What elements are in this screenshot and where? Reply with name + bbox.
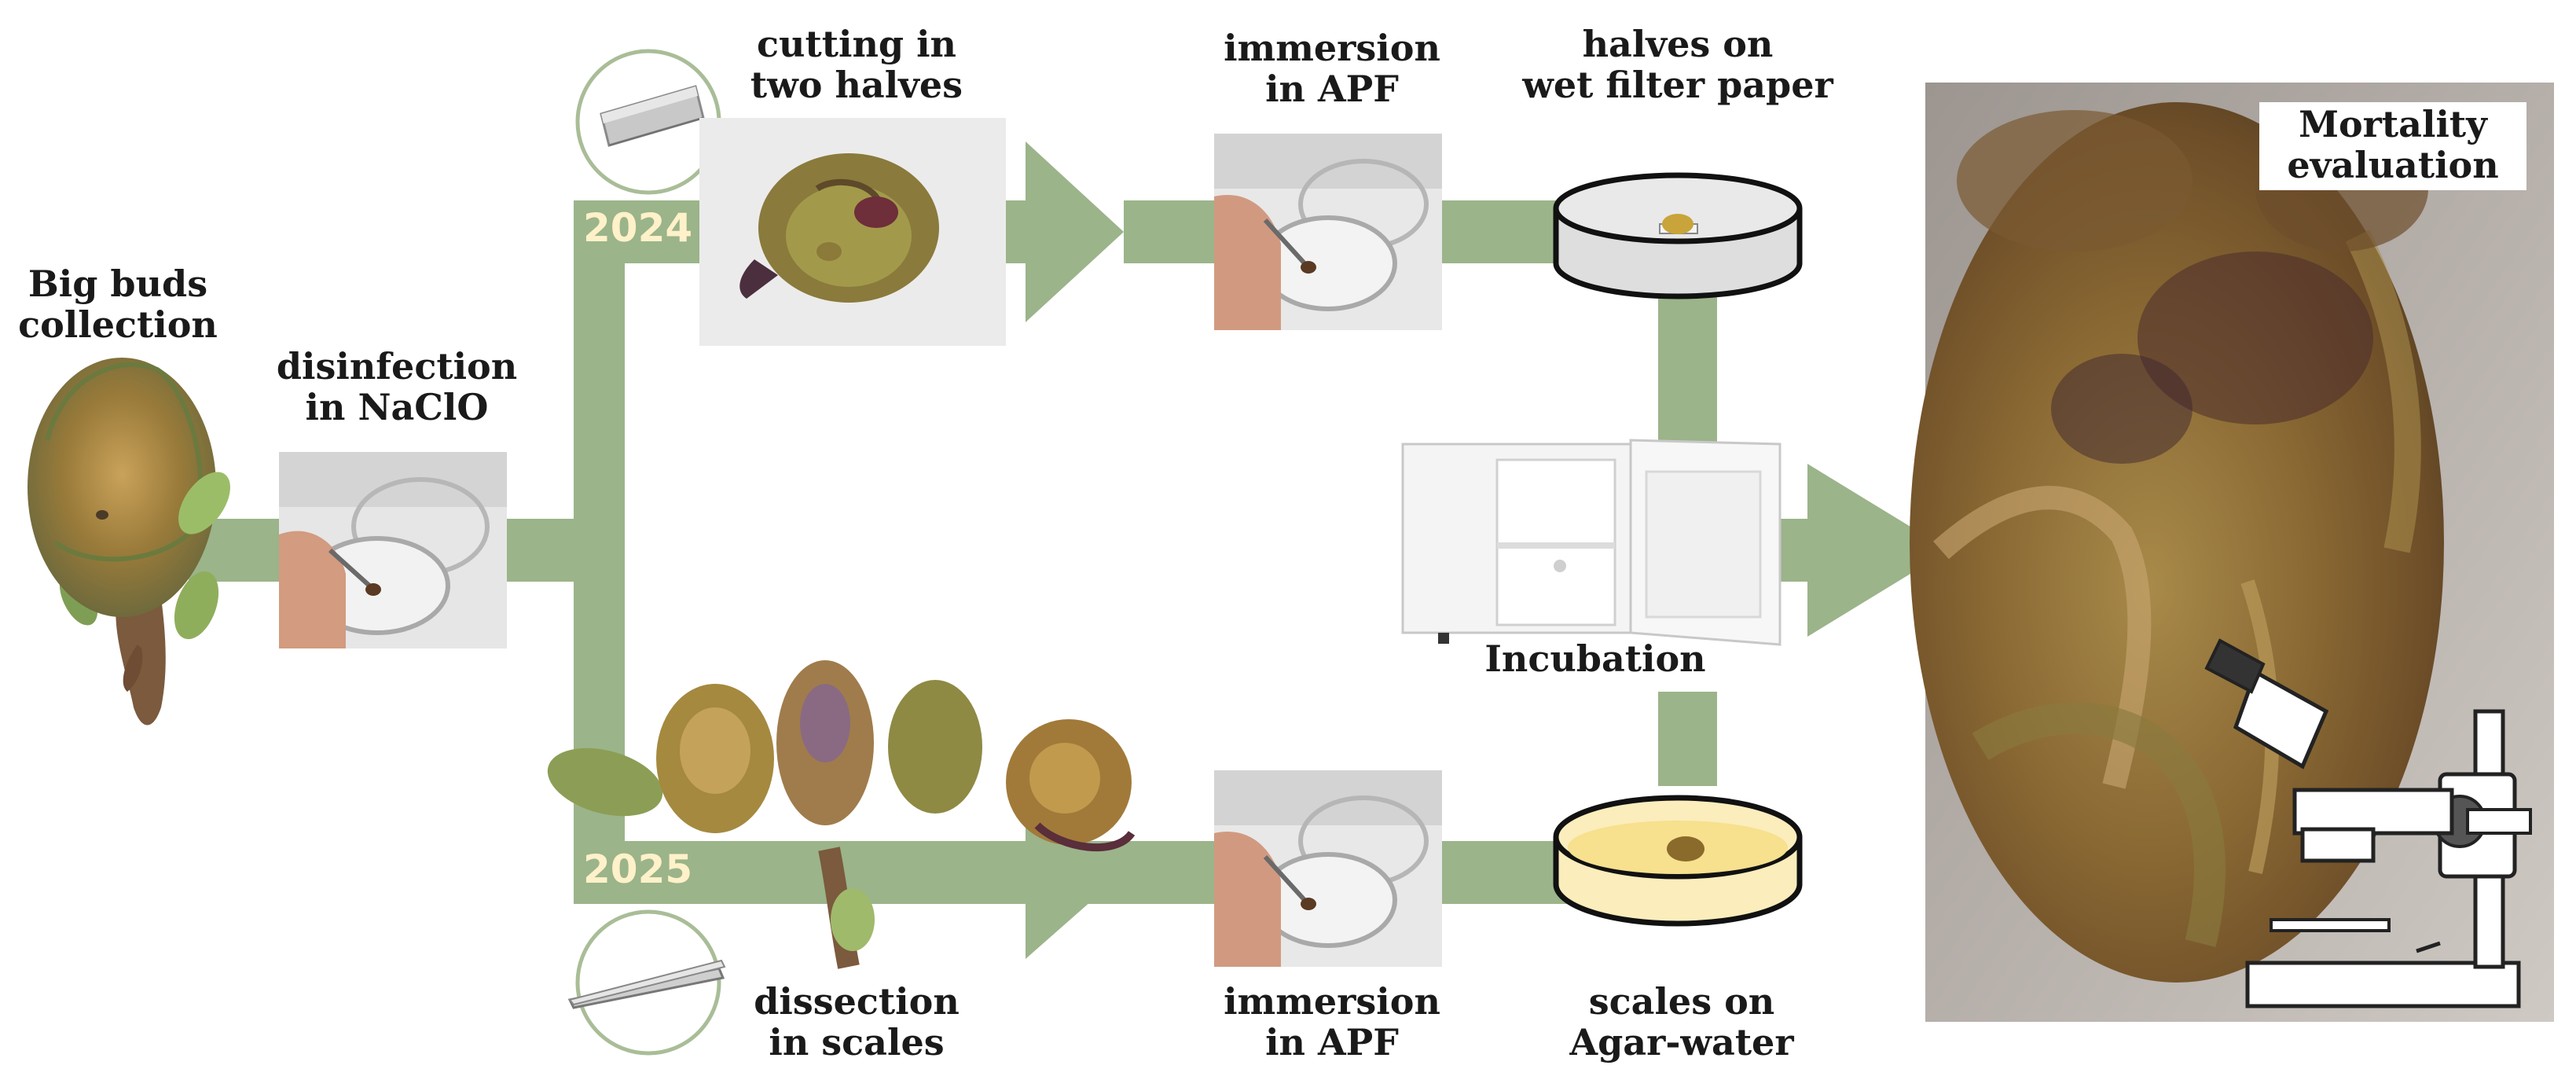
scales-photo <box>547 660 1136 969</box>
filter-paper-dish-icon <box>1553 172 1803 299</box>
petri-dish-photo-immersion-top <box>1214 134 1442 330</box>
petri-dish-photo-disinfection <box>279 452 507 648</box>
microscope-icon <box>2204 638 2532 1008</box>
year-2025: 2025 <box>583 847 693 892</box>
arrow-head-top <box>1026 141 1124 322</box>
tweezers-icon <box>567 909 726 1056</box>
bud-section-photo <box>1910 83 2554 1022</box>
agar-dish-icon <box>1553 795 1803 927</box>
label-incubation: Incubation <box>1484 637 1706 680</box>
arrow-head-right <box>1807 464 1949 637</box>
cut-bud-photo <box>699 118 1006 346</box>
year-2024: 2024 <box>583 205 693 251</box>
flow-vertical-right-bottom <box>1658 692 1717 786</box>
razor-blade-icon <box>575 49 721 195</box>
flow-top-branch <box>574 200 723 263</box>
freezer-icon <box>1401 439 1782 646</box>
flow-vertical-right-top <box>1658 283 1717 444</box>
petri-dish-photo-immersion-bottom <box>1214 770 1442 967</box>
bud-photo <box>28 358 230 725</box>
